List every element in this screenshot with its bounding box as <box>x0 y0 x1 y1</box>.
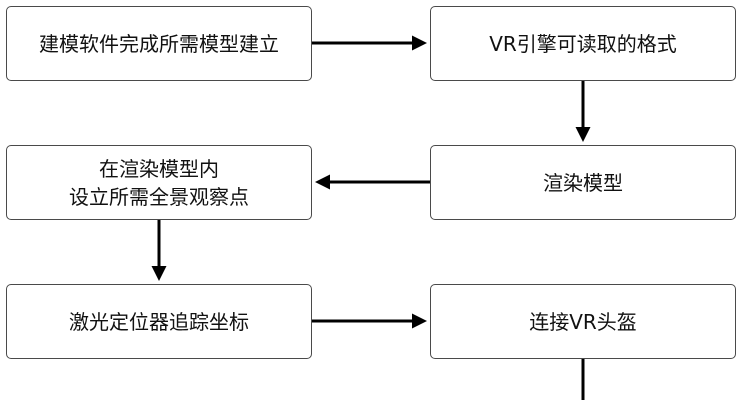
node-render-model: 渲染模型 <box>430 145 736 220</box>
node-connect-headset-label: 连接VR头盔 <box>529 309 637 334</box>
node-vr-format: VR引擎可读取的格式 <box>430 6 736 81</box>
node-set-viewpoints: 在渲染模型内 设立所需全景观察点 <box>6 145 312 220</box>
node-laser-tracking-label: 激光定位器追踪坐标 <box>69 309 249 334</box>
node-vr-format-label: VR引擎可读取的格式 <box>489 31 677 56</box>
node-build-model-label: 建模软件完成所需模型建立 <box>39 31 279 56</box>
node-laser-tracking: 激光定位器追踪坐标 <box>6 284 312 359</box>
node-set-viewpoints-label: 在渲染模型内 设立所需全景观察点 <box>69 156 249 209</box>
node-connect-headset: 连接VR头盔 <box>430 284 736 359</box>
node-build-model: 建模软件完成所需模型建立 <box>6 6 312 81</box>
node-render-model-label: 渲染模型 <box>543 170 623 195</box>
